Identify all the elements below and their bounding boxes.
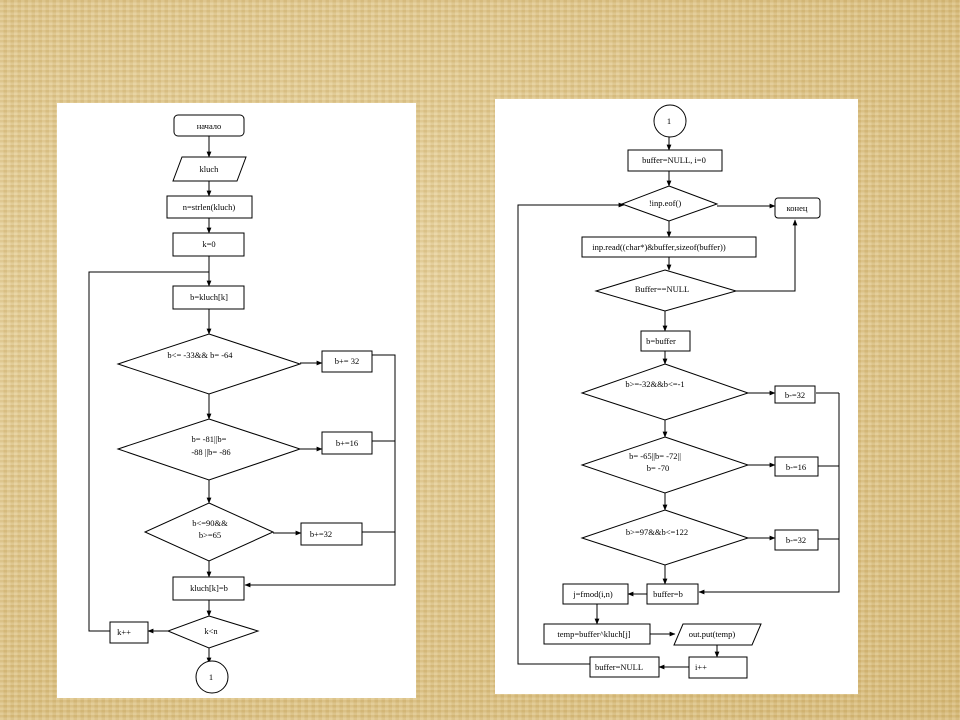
k-init-box: [172, 232, 245, 257]
cond3-label-line2: b>=65: [199, 530, 221, 540]
b-assign-label: b=kluch[k]: [190, 292, 228, 302]
act1-label: b+= 32: [335, 356, 359, 366]
cond2-diamond-r: [580, 436, 750, 494]
connector-out: [195, 660, 229, 694]
cond2-label-line1: b= -81||b=: [192, 434, 227, 444]
j-assign-box: [562, 583, 629, 605]
j-assign-label: j=fmod(i,n): [572, 589, 613, 599]
buffer-assign-box: [646, 583, 699, 605]
cond2-label-line2: -88 ||b= -86: [191, 447, 230, 457]
end-terminal: [774, 197, 821, 219]
temp-assign-box: [543, 623, 651, 645]
b-assign-label-r: b=buffer: [646, 336, 676, 346]
cond1-diamond: [116, 333, 302, 395]
input-kluch-label: kluch: [200, 164, 220, 174]
read-label: inp.read((char*)&buffer,sizeof(buffer)): [592, 242, 726, 252]
n-assign-box: [166, 195, 253, 219]
read-box: [581, 236, 757, 258]
cond1-label-r: b>=-32&&b<=-1: [625, 379, 684, 389]
input-kluch: [172, 156, 247, 182]
act1-label-r: b-=32: [785, 390, 805, 400]
loop-cond-label: k<n: [204, 626, 218, 636]
null-diamond: [594, 269, 738, 312]
store-box: [172, 576, 245, 601]
cond1-diamond-r: [580, 363, 750, 421]
act1-box: [321, 350, 373, 373]
eof-diamond: [620, 185, 719, 222]
buffer-assign-label: buffer=b: [653, 589, 683, 599]
right-flowchart: 1 buffer=NULL, i=0 !inp.eof() конец inp.…: [517, 104, 840, 679]
increment-label: k++: [117, 627, 131, 637]
act3-box: [300, 522, 363, 546]
act2-label: b+=16: [336, 438, 358, 448]
start-label: начало: [197, 121, 222, 131]
connector-in-label: 1: [667, 116, 671, 126]
cond3-label-r: b>=97&&b<=122: [626, 527, 688, 537]
end-label: конец: [787, 203, 808, 213]
cond2-diamond: [116, 418, 302, 481]
cond1-label: b<= -33&& b= -64: [167, 350, 233, 360]
act3-label-r: b-=32: [786, 535, 806, 545]
connector-in: [653, 104, 687, 138]
reset-label: buffer=NULL: [595, 662, 643, 672]
b-assign-box-r: [640, 330, 691, 352]
loop-cond-diamond: [166, 615, 260, 649]
cond2-label-r-line2: b= -70: [647, 463, 670, 473]
n-assign-label: n=strlen(kluch): [183, 202, 236, 212]
cond3-diamond-r: [580, 509, 750, 566]
eof-label: !inp.eof(): [649, 198, 682, 208]
output-label: out.put(temp): [689, 629, 736, 639]
k-init-label: k=0: [202, 239, 215, 249]
init-label: buffer=NULL, i=0: [642, 155, 706, 165]
left-panel: [57, 103, 416, 698]
cond3-diamond: [143, 502, 275, 562]
act2-box-r: [774, 456, 819, 477]
output-parallelogram: [673, 623, 762, 646]
i-increment-label: i++: [695, 662, 707, 672]
act1-box-r: [774, 385, 816, 404]
increment-box: [109, 621, 149, 644]
act3-box-r: [774, 529, 819, 551]
act2-box: [321, 431, 373, 455]
connector-out-label: 1: [209, 672, 213, 682]
start-terminal: [173, 114, 245, 137]
init-box: [627, 149, 723, 172]
i-increment-box: [688, 656, 748, 679]
act3-label: b+=32: [310, 529, 332, 539]
left-flowchart: начало kluch n=strlen(kluch) k=0 b=kluch…: [88, 114, 396, 694]
cond3-label-line1: b<=90&&: [192, 518, 228, 528]
store-label: kluch[k]=b: [190, 583, 228, 593]
reset-box: [589, 656, 660, 678]
b-assign-box: [172, 285, 245, 310]
cond2-label-r-line1: b= -65||b= -72||: [629, 451, 681, 461]
act2-label-r: b-=16: [786, 462, 806, 472]
temp-assign-label: temp=buffer^kluch[j]: [557, 629, 630, 639]
null-label: Buffer==NULL: [635, 284, 689, 294]
